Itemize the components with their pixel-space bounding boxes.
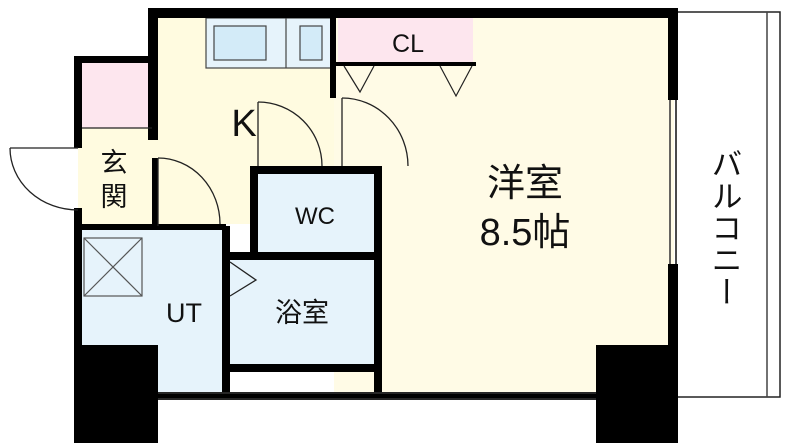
entrance-floor — [78, 128, 156, 224]
sink-icon — [213, 25, 267, 61]
entrance-label-1: 玄 — [101, 148, 128, 178]
doors — [9, 97, 409, 297]
washer-pan — [83, 237, 143, 297]
western-room-label: 洋室 — [487, 163, 563, 205]
toilet-floor — [258, 172, 376, 255]
stove-icon — [299, 25, 323, 61]
western-room-size: 8.5帖 — [480, 212, 571, 254]
balcony-label: バルコニー — [707, 148, 742, 308]
windows — [158, 100, 677, 400]
closet-area — [338, 12, 473, 64]
toilet-label: WC — [295, 203, 335, 230]
bath-label: 浴室 — [275, 298, 329, 328]
balcony-area — [675, 11, 781, 398]
closet-label: CL — [392, 30, 424, 58]
walls — [74, 8, 678, 443]
western-room-floor — [334, 12, 674, 397]
shoe-box — [78, 60, 152, 128]
utility-label: UT — [166, 298, 202, 328]
kitchen-label: K — [231, 103, 256, 145]
closet-doors — [343, 65, 473, 98]
bath-floor — [230, 258, 376, 368]
entrance-label-2: 関 — [101, 182, 128, 212]
